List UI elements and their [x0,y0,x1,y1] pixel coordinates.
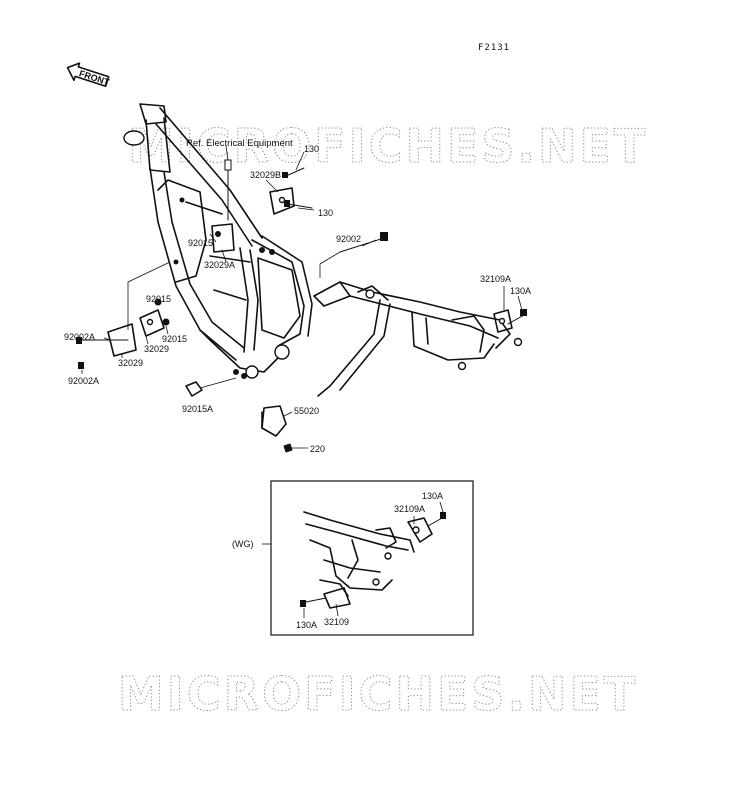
label-130A-inset-top: 130A [422,491,443,501]
wg-inset [262,480,474,636]
watermark-lower: MICROFICHES.NET [118,667,638,721]
label-92015-c: 92015 [162,334,187,344]
label-220: 220 [310,444,325,454]
label-92015-b: 92015 [146,294,171,304]
label-wg-variant: (WG) [232,539,254,549]
front-arrow-label: FRONT [78,68,111,87]
label-92015A: 92015A [182,404,213,414]
label-32109A: 32109A [480,274,511,284]
watermark-upper: MICROFICHES.NET [128,119,648,173]
label-92002A-lower: 92002A [68,376,99,386]
bracket-32109A [493,309,513,333]
label-130A-inset-bottom: 130A [296,620,317,630]
cover-55020 [261,405,287,437]
label-32029-a: 32029 [144,344,169,354]
label-130-mid: 130 [318,208,333,218]
nut-92015A-icon [185,377,237,397]
label-130A-right: 130A [510,286,531,296]
bracket-32029B [269,187,295,215]
label-92002-top: 92002 [336,234,361,244]
bolt-130A-right-icon [507,309,527,325]
bracket-32029A [211,223,235,253]
bolt-220-icon [283,443,308,453]
figure-number: F2131 [478,43,510,53]
label-92002A-upper: 92002A [64,332,95,342]
bolt-130-top-icon [282,167,305,178]
main-frame [123,103,313,379]
label-32029B: 32029B [250,170,281,180]
label-32109A-inset: 32109A [394,504,425,514]
bolt-92002A-lower-icon [78,362,84,369]
front-arrow-icon: FRONT [66,62,111,88]
label-130-top: 130 [304,144,319,154]
bolt-92002A-upper-icon [76,337,129,344]
label-55020: 55020 [294,406,319,416]
pin-92002-icon [339,232,388,253]
label-32029A: 32029A [204,260,235,270]
rear-subframe [313,281,523,397]
bolt-130-mid-icon [284,200,313,209]
label-92015-a: 92015 [188,238,213,248]
ref-electrical-equipment-note: Ref. Electrical Equipment [186,138,293,149]
label-32109-inset: 32109 [324,617,349,627]
label-32029-b: 32029 [118,358,143,368]
